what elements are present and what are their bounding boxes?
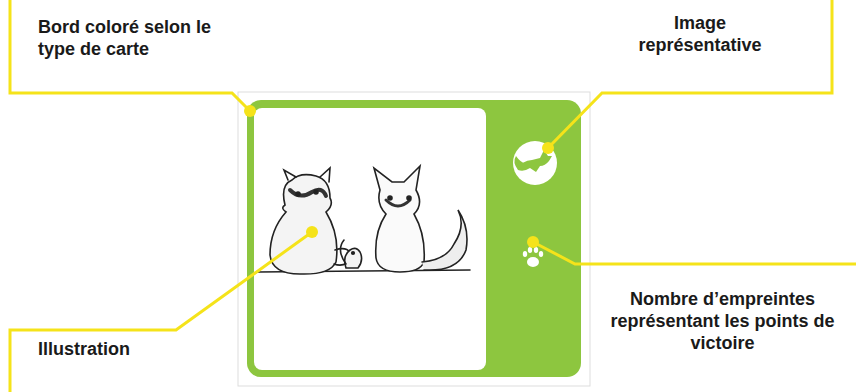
leader-line (10, 0, 856, 392)
callout-label: Illustration (38, 338, 198, 360)
callout-label: Bord coloré selon le type de carte (38, 16, 228, 60)
card-border (247, 100, 581, 377)
animal-sketch (258, 166, 470, 274)
fox-icon (513, 141, 557, 185)
card-outline (238, 92, 590, 386)
callout-label: Image représentative (610, 12, 790, 56)
illustration-area (254, 108, 486, 370)
leader-dot (244, 105, 554, 248)
paw-print (523, 247, 543, 267)
callout-label: Nombre d’empreintes représentant les poi… (600, 288, 845, 354)
